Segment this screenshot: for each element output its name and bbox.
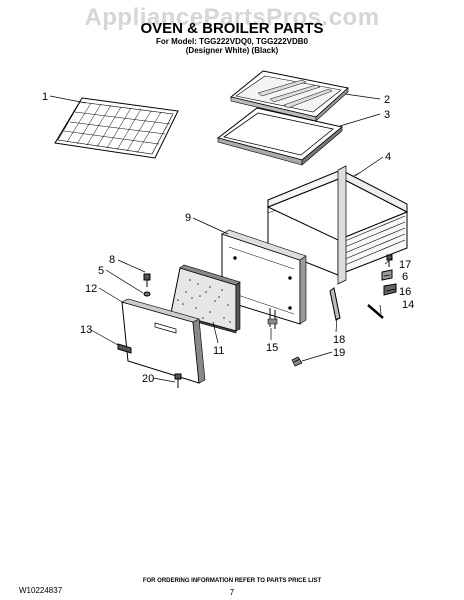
model-numbers: For Model: TGG222VDQ0, TGG222VDB0 [155, 37, 309, 46]
callout-13: 13 [80, 324, 92, 336]
screw [144, 274, 150, 287]
watermark: AppliancePartsPros.com [84, 4, 380, 31]
callout-3: 3 [384, 109, 390, 121]
slide-rail [330, 288, 340, 320]
broiler-pan-grid [231, 71, 348, 121]
retaining-clip [382, 270, 392, 280]
mounting-screw [387, 255, 392, 267]
callout-18: 18 [333, 334, 345, 346]
oven-rack [55, 98, 178, 158]
callout-15: 15 [266, 342, 278, 354]
broiler-drawer-body [268, 166, 407, 284]
callout-12: 12 [85, 283, 97, 295]
document-id: W10224837 [19, 586, 63, 595]
callout-19: 19 [333, 347, 345, 359]
drawer-inner-panel [222, 230, 306, 324]
drawer-front-panel [122, 299, 205, 383]
broiler-pan [218, 108, 342, 165]
callout-2: 2 [384, 94, 390, 106]
screw-lower [175, 374, 181, 388]
callout-5: 5 [98, 265, 104, 277]
callout-9: 9 [185, 212, 191, 224]
callout-1: 1 [42, 91, 48, 103]
callout-8: 8 [109, 254, 115, 266]
drawer-handle [118, 344, 131, 353]
callout-17: 17 [399, 259, 411, 271]
drawer-bracket [268, 308, 277, 329]
callout-14: 14 [402, 299, 414, 311]
page-number: 7 [229, 588, 235, 597]
callout-4: 4 [385, 151, 391, 163]
color-variants: (Designer White) (Black) [185, 46, 279, 55]
pivot-pin [368, 305, 383, 318]
callout-6: 6 [402, 271, 408, 283]
leader-lines [49, 93, 397, 383]
washer [144, 292, 150, 296]
page-title: OVEN & BROILER PARTS [140, 20, 324, 37]
callout-11: 11 [213, 345, 224, 357]
ordering-note: FOR ORDERING INFORMATION REFER TO PARTS … [142, 578, 322, 584]
callout-labels: 1 2 3 4 9 8 5 12 11 13 20 15 17 6 16 14 … [42, 91, 414, 385]
callout-16: 16 [399, 286, 411, 298]
callout-20: 20 [142, 373, 154, 385]
spring-clip [292, 357, 302, 366]
rail-bracket [384, 284, 396, 295]
